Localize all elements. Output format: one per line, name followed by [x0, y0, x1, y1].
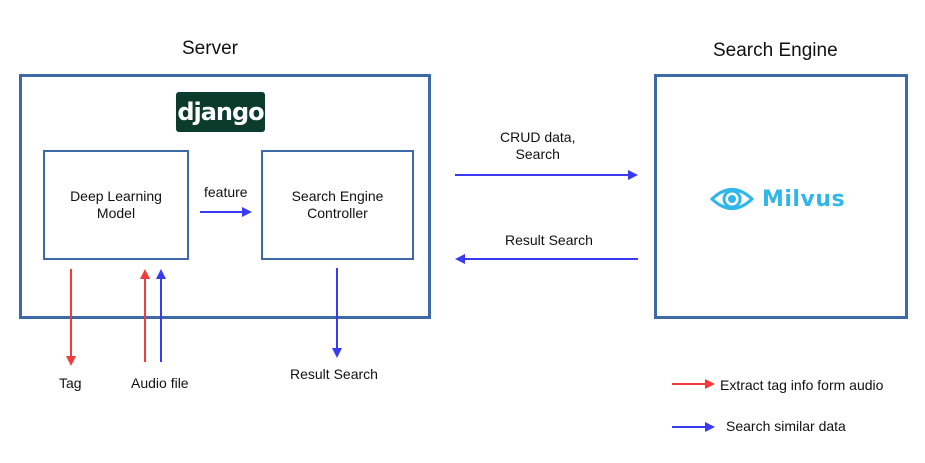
legend-search-label: Search similar data [726, 418, 846, 434]
search-engine-controller-label: Search Engine Controller [291, 188, 384, 221]
milvus-text: Milvus [762, 186, 846, 212]
feature-label: feature [204, 184, 248, 200]
deep-learning-model-box: Deep Learning Model [43, 150, 189, 260]
legend-extract-label: Extract tag info form audio [720, 377, 884, 393]
audio-file-label: Audio file [131, 375, 189, 391]
tag-label: Tag [59, 375, 82, 391]
search-engine-controller-box: Search Engine Controller [261, 150, 414, 260]
eye-icon [710, 188, 754, 210]
response-label: Result Search [505, 232, 593, 248]
django-logo: django [176, 92, 265, 132]
result-search-label: Result Search [290, 366, 378, 382]
request-label: CRUD data, Search [500, 129, 576, 162]
milvus-logo: Milvus [710, 184, 845, 214]
search-engine-box [654, 74, 908, 319]
deep-learning-model-label: Deep Learning Model [70, 188, 162, 221]
server-title: Server [182, 38, 238, 59]
search-engine-title: Search Engine [713, 40, 838, 61]
